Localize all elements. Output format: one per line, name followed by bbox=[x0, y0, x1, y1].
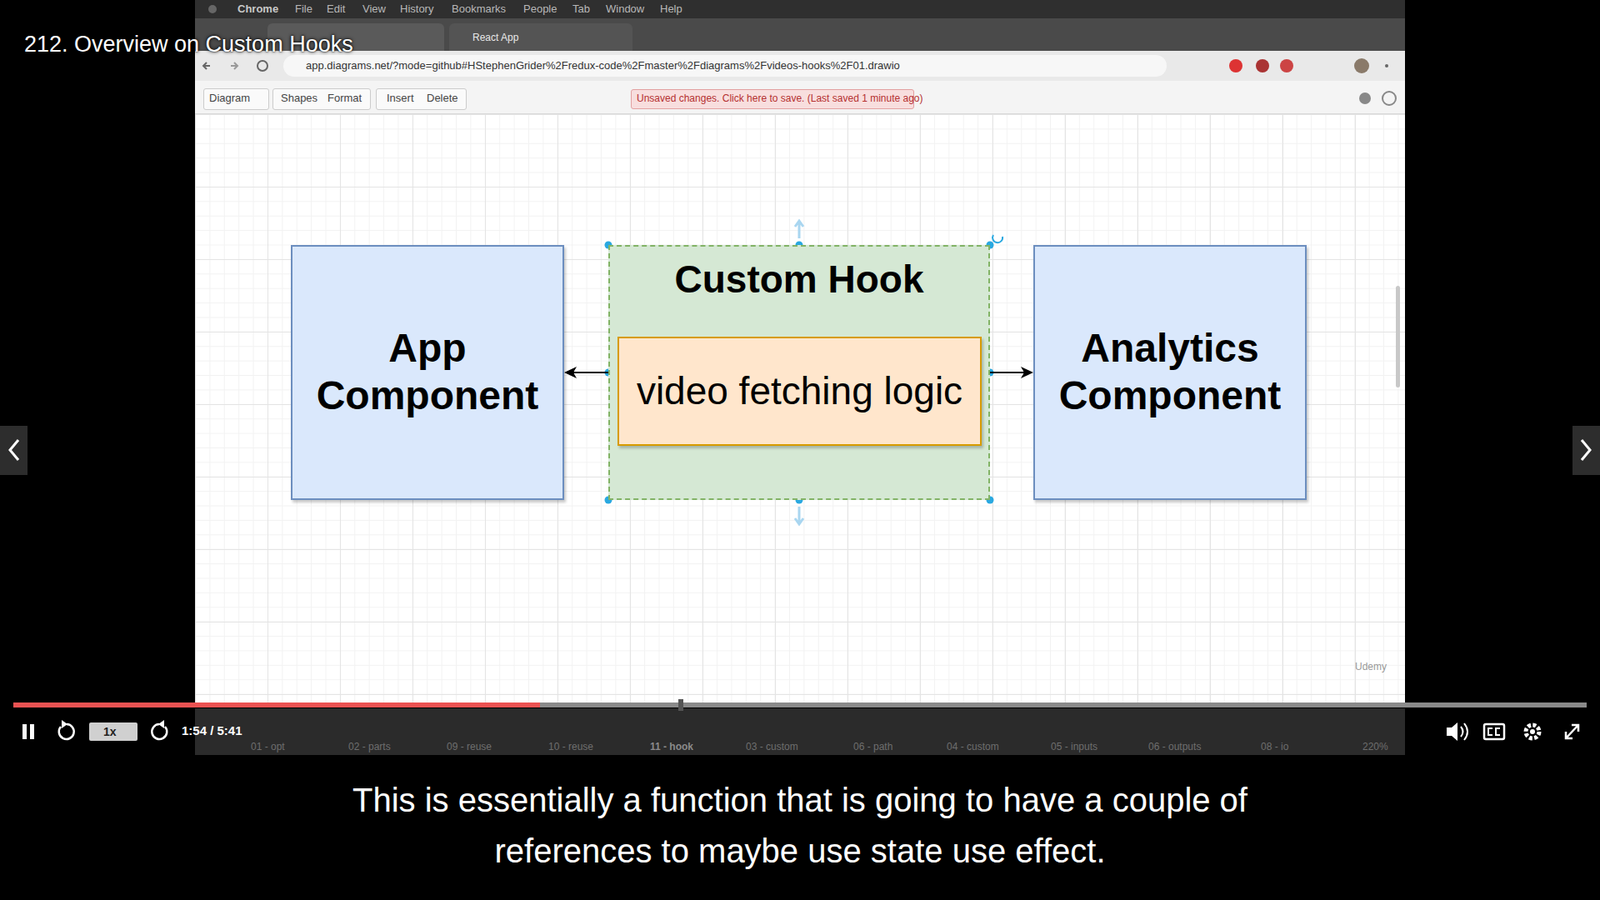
page-tab: 04 - custom bbox=[946, 740, 1000, 753]
resize-arrow bbox=[795, 220, 804, 239]
box-label: video fetching logic bbox=[636, 368, 963, 414]
page-tab: 06 - outputs bbox=[1148, 740, 1201, 753]
forward-icon bbox=[158, 720, 165, 729]
page-tab: 11 - hook bbox=[650, 740, 694, 753]
pause-icon bbox=[22, 724, 27, 740]
component-box: Analytics Component bbox=[1033, 245, 1307, 500]
pause-icon bbox=[30, 724, 35, 740]
menu-item: File bbox=[295, 2, 313, 16]
window-dot bbox=[208, 5, 217, 14]
prev-button bbox=[0, 425, 28, 475]
subtitle-caption: This is essentially a function that is g… bbox=[287, 775, 1313, 877]
menu-item: View bbox=[362, 2, 386, 16]
time-label: 1:54 / 5:41 bbox=[181, 723, 243, 739]
user-icon bbox=[1359, 92, 1371, 105]
menu-item: Chrome bbox=[237, 2, 279, 16]
forward-icon bbox=[151, 724, 167, 740]
logic-box: video fetching logic bbox=[617, 336, 982, 446]
settings-icon bbox=[1530, 729, 1535, 735]
prev-chevron bbox=[10, 440, 19, 460]
progress-track bbox=[13, 702, 1587, 708]
rewind-icon bbox=[59, 724, 75, 740]
connector bbox=[564, 366, 609, 379]
cc-icon bbox=[1488, 728, 1500, 735]
extension-icon bbox=[1255, 59, 1270, 73]
settings-icon bbox=[1525, 725, 1540, 739]
speed-label: 1x bbox=[103, 725, 117, 740]
profile-icon bbox=[1354, 58, 1370, 74]
zoom-label: 220% bbox=[1362, 740, 1389, 753]
reload-icon bbox=[257, 60, 268, 71]
connector-line bbox=[573, 371, 609, 374]
menu-item: History bbox=[400, 2, 434, 16]
progress-marker bbox=[678, 699, 684, 711]
toolbar-label: Format bbox=[327, 91, 362, 105]
menu-item: Window bbox=[605, 2, 645, 16]
menu-item: Bookmarks bbox=[451, 2, 506, 16]
connector bbox=[990, 366, 1034, 379]
box-label: Analytics Component bbox=[1050, 325, 1290, 420]
menu-item: Tab bbox=[572, 2, 590, 16]
rewind-icon bbox=[61, 720, 68, 729]
resize-arrow bbox=[795, 506, 804, 525]
back-icon bbox=[203, 62, 210, 70]
extension-icon bbox=[1280, 59, 1294, 73]
progress-played bbox=[13, 702, 540, 708]
video-title: 212. Overview on Custom Hooks bbox=[24, 30, 354, 58]
extension-icon bbox=[1229, 59, 1243, 73]
hook-container: Custom Hook video fetching logic bbox=[608, 245, 990, 500]
connector-line bbox=[990, 371, 1025, 374]
page-tab: 02 - parts bbox=[348, 740, 391, 753]
menu-item: People bbox=[523, 2, 557, 16]
warning-text: Unsaved changes. Click here to save. (La… bbox=[636, 92, 924, 105]
toolbar-label: Shapes bbox=[280, 91, 318, 105]
page-tab: 09 - reuse bbox=[446, 740, 492, 753]
page-tab: 06 - path bbox=[853, 740, 893, 753]
page-tab: 01 - opt bbox=[250, 740, 285, 753]
page-tab: 05 - inputs bbox=[1050, 740, 1098, 753]
scrollbar bbox=[1395, 285, 1400, 388]
menu-icon bbox=[1385, 64, 1389, 68]
caption-area: This is essentially a function that is g… bbox=[0, 775, 1600, 877]
page-tab: 03 - custom bbox=[745, 740, 799, 753]
volume-icon bbox=[1460, 723, 1468, 740]
rotate-handle bbox=[992, 235, 1003, 243]
globe-icon bbox=[1382, 91, 1396, 105]
component-box: App Component bbox=[290, 245, 565, 500]
next-chevron bbox=[1581, 440, 1590, 460]
volume-icon bbox=[1446, 722, 1458, 741]
toolbar-label: Diagram bbox=[209, 91, 250, 105]
menu-item: Edit bbox=[326, 2, 345, 16]
fullscreen-icon bbox=[1565, 725, 1579, 739]
menu-item: Help bbox=[660, 2, 683, 16]
watermark: Udemy bbox=[1355, 660, 1387, 673]
toolbar-label: Delete bbox=[426, 91, 459, 105]
forward-icon bbox=[230, 62, 238, 70]
toolbar-label: Insert bbox=[386, 91, 415, 105]
box-label: Custom Hook bbox=[625, 256, 974, 302]
url-text: app.diagrams.net/?mode=github#HStephenGr… bbox=[305, 59, 900, 73]
next-button bbox=[1572, 425, 1600, 475]
page-tab: 10 - reuse bbox=[548, 740, 594, 753]
cc-icon bbox=[1484, 724, 1505, 740]
arrow-head bbox=[1020, 366, 1034, 379]
page-tab: 08 - io bbox=[1260, 740, 1289, 753]
box-label: App Component bbox=[307, 325, 548, 420]
tab-title: React App bbox=[472, 31, 519, 44]
arrow-head bbox=[564, 366, 577, 379]
